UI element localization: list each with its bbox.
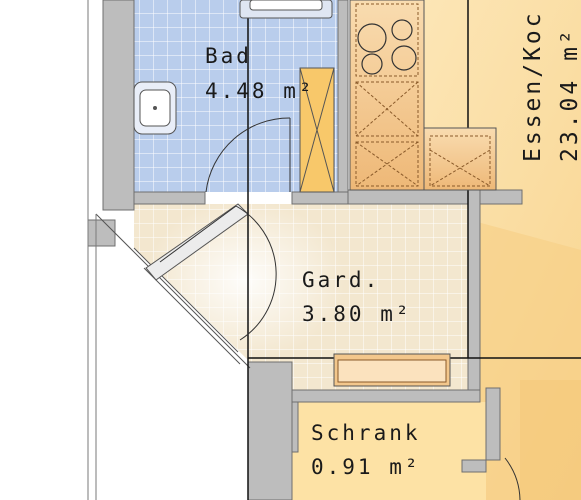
room-area-schrank: 0.91 m² bbox=[311, 455, 421, 479]
closet-door bbox=[504, 457, 521, 500]
outer-lines bbox=[87, 0, 97, 500]
room-label-schrank: Schrank 0.91 m² bbox=[311, 421, 421, 479]
walls bbox=[87, 0, 523, 500]
room-name-schrank: Schrank bbox=[311, 421, 421, 445]
closet-floor bbox=[292, 402, 486, 500]
room-label-gard: Gard. 3.80 m² bbox=[302, 268, 412, 326]
room-area-essen: 23.04 m² bbox=[557, 27, 581, 162]
bath-cabinet bbox=[299, 67, 335, 193]
bathroom-door bbox=[205, 117, 291, 193]
room-name-essen: Essen/Koc bbox=[520, 10, 546, 162]
wardrobe-door bbox=[159, 205, 277, 341]
room-area-bad: 4.48 m² bbox=[205, 79, 315, 103]
room-label-bad: Bad 4.48 m² bbox=[205, 44, 315, 103]
room-name-bad: Bad bbox=[205, 44, 252, 68]
room-area-gard: 3.80 m² bbox=[302, 302, 412, 326]
stove-icon bbox=[357, 19, 417, 75]
wardrobe-shelf bbox=[333, 353, 451, 387]
bathtub-icon bbox=[239, 0, 333, 19]
sink-icon bbox=[133, 81, 177, 135]
room-label-essen: Essen/Koc 23.04 m² bbox=[520, 10, 581, 162]
room-name-gard: Gard. bbox=[302, 268, 380, 292]
